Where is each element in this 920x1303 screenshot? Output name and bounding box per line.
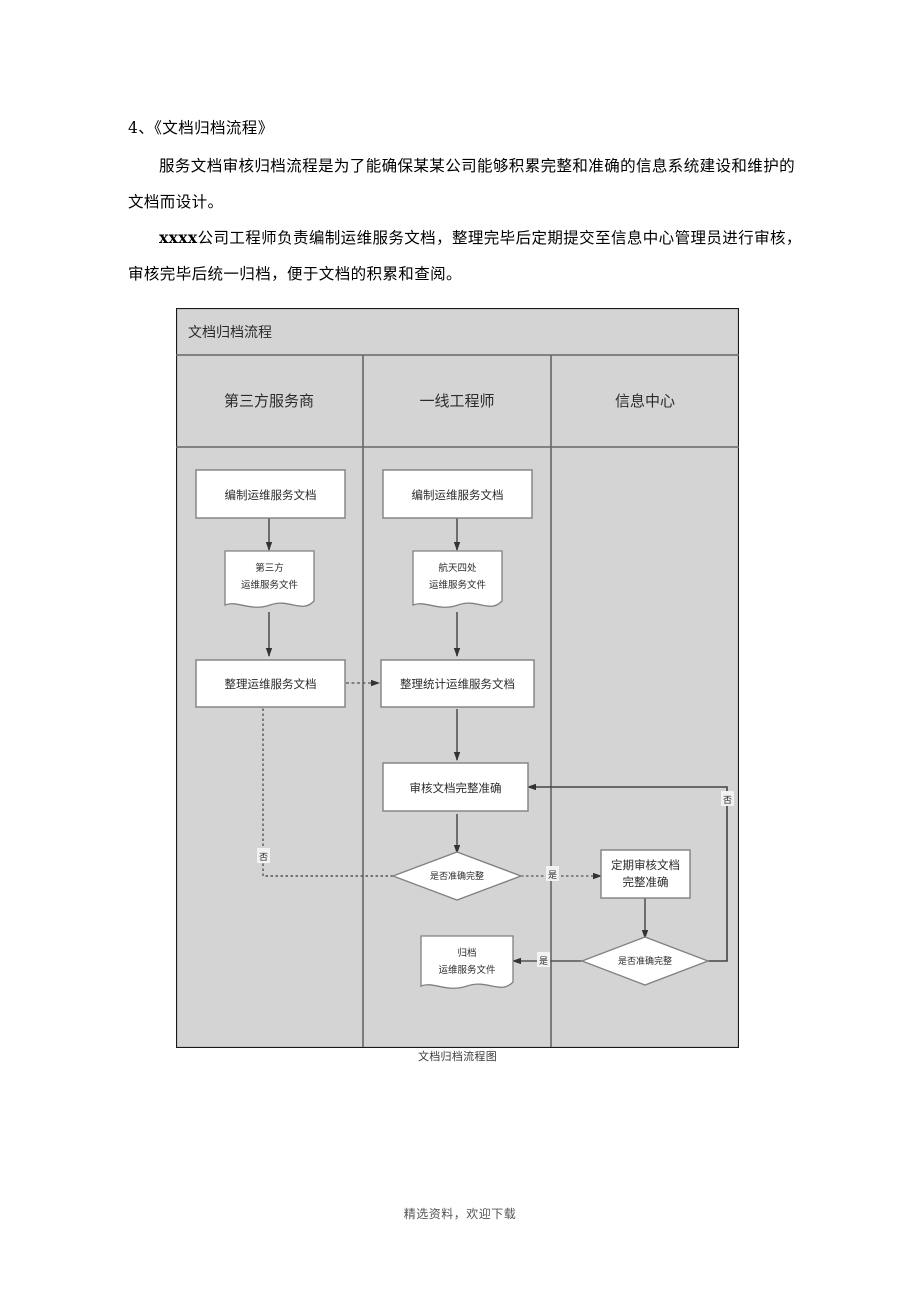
node-n10-label-line1: 定期审核文档 (611, 858, 680, 872)
paragraph-2-bold: xxxx (159, 228, 198, 247)
flowchart-caption: 文档归档流程图 (417, 1050, 498, 1063)
node-n11-label: 是否准确完整 (618, 955, 672, 967)
edge-label-no-2: 否 (721, 791, 734, 806)
node-n8-label: 是否准确完整 (430, 870, 484, 882)
edge-label-yes-2-text: 是 (539, 956, 548, 967)
node-n6-label: 整理统计运维服务文档 (400, 677, 515, 691)
edge-label-yes-1: 是 (546, 866, 559, 881)
edge-label-yes-2: 是 (537, 952, 550, 967)
document-body: 4、《文档归档流程》 服务文档审核归档流程是为了能确保某某公司能够积累完整和准确… (128, 110, 804, 292)
node-n10-label-line2: 完整准确 (623, 875, 669, 889)
edge-label-no-1-text: 否 (259, 852, 268, 863)
node-n9[interactable]: 归档 运维服务文件 (420, 935, 514, 989)
edge-label-no-1: 否 (257, 848, 270, 863)
paragraph-2-rest: 公司工程师负责编制运维服务文档，整理完毕后定期提交至信息中心管理员进行审核，审核… (128, 229, 802, 283)
paragraph-1: 服务文档审核归档流程是为了能确保某某公司能够积累完整和准确的信息系统建设和维护的… (128, 157, 796, 211)
node-n5[interactable]: 航天四处 运维服务文件 (412, 550, 503, 608)
lane-label-frontline-engineer: 一线工程师 (419, 392, 494, 410)
node-n1[interactable]: 编制运维服务文档 (195, 469, 346, 519)
node-n2[interactable]: 第三方 运维服务文件 (224, 550, 315, 608)
node-n5-label-line1: 航天四处 (438, 562, 477, 574)
flowchart-title: 文档归档流程 (188, 324, 272, 341)
paragraph-2: xxxx公司工程师负责编制运维服务文档，整理完毕后定期提交至信息中心管理员进行审… (128, 220, 804, 292)
node-n11[interactable]: 是否准确完整 (580, 936, 710, 986)
node-n9-label-line1: 归档 (457, 947, 476, 959)
node-n2-label-line2: 运维服务文件 (241, 579, 299, 591)
node-n4[interactable]: 编制运维服务文档 (382, 469, 533, 519)
node-n4-label: 编制运维服务文档 (412, 488, 504, 502)
node-n3[interactable]: 整理运维服务文档 (195, 659, 346, 708)
section-heading: 4、《文档归档流程》 (128, 119, 274, 137)
page-footer: 精选资料，欢迎下载 (403, 1207, 517, 1221)
flowchart: 文档归档流程 第三方服务商 一线工程师 信息中心 编制运维服务文档 第三方 运维… (176, 308, 739, 1048)
node-n6[interactable]: 整理统计运维服务文档 (380, 659, 535, 708)
edge-n8-no-n3 (259, 691, 393, 877)
edge-label-yes-1-text: 是 (548, 870, 557, 881)
edge-n11-no-n7 (527, 783, 728, 962)
node-n5-label-line2: 运维服务文件 (429, 579, 487, 591)
node-n1-label: 编制运维服务文档 (225, 488, 317, 502)
lane-label-information-center: 信息中心 (615, 392, 675, 410)
node-n10[interactable]: 定期审核文档 完整准确 (600, 849, 691, 899)
node-n7-label: 审核文档完整准确 (410, 781, 502, 795)
lane-label-third-party: 第三方服务商 (224, 392, 314, 410)
node-n3-label: 整理运维服务文档 (225, 677, 317, 691)
node-n7[interactable]: 审核文档完整准确 (382, 762, 529, 812)
node-n8[interactable]: 是否准确完整 (391, 851, 523, 901)
node-n2-label-line1: 第三方 (255, 562, 284, 574)
edge-label-no-2-text: 否 (723, 795, 732, 806)
node-n9-label-line2: 运维服务文件 (438, 964, 496, 976)
